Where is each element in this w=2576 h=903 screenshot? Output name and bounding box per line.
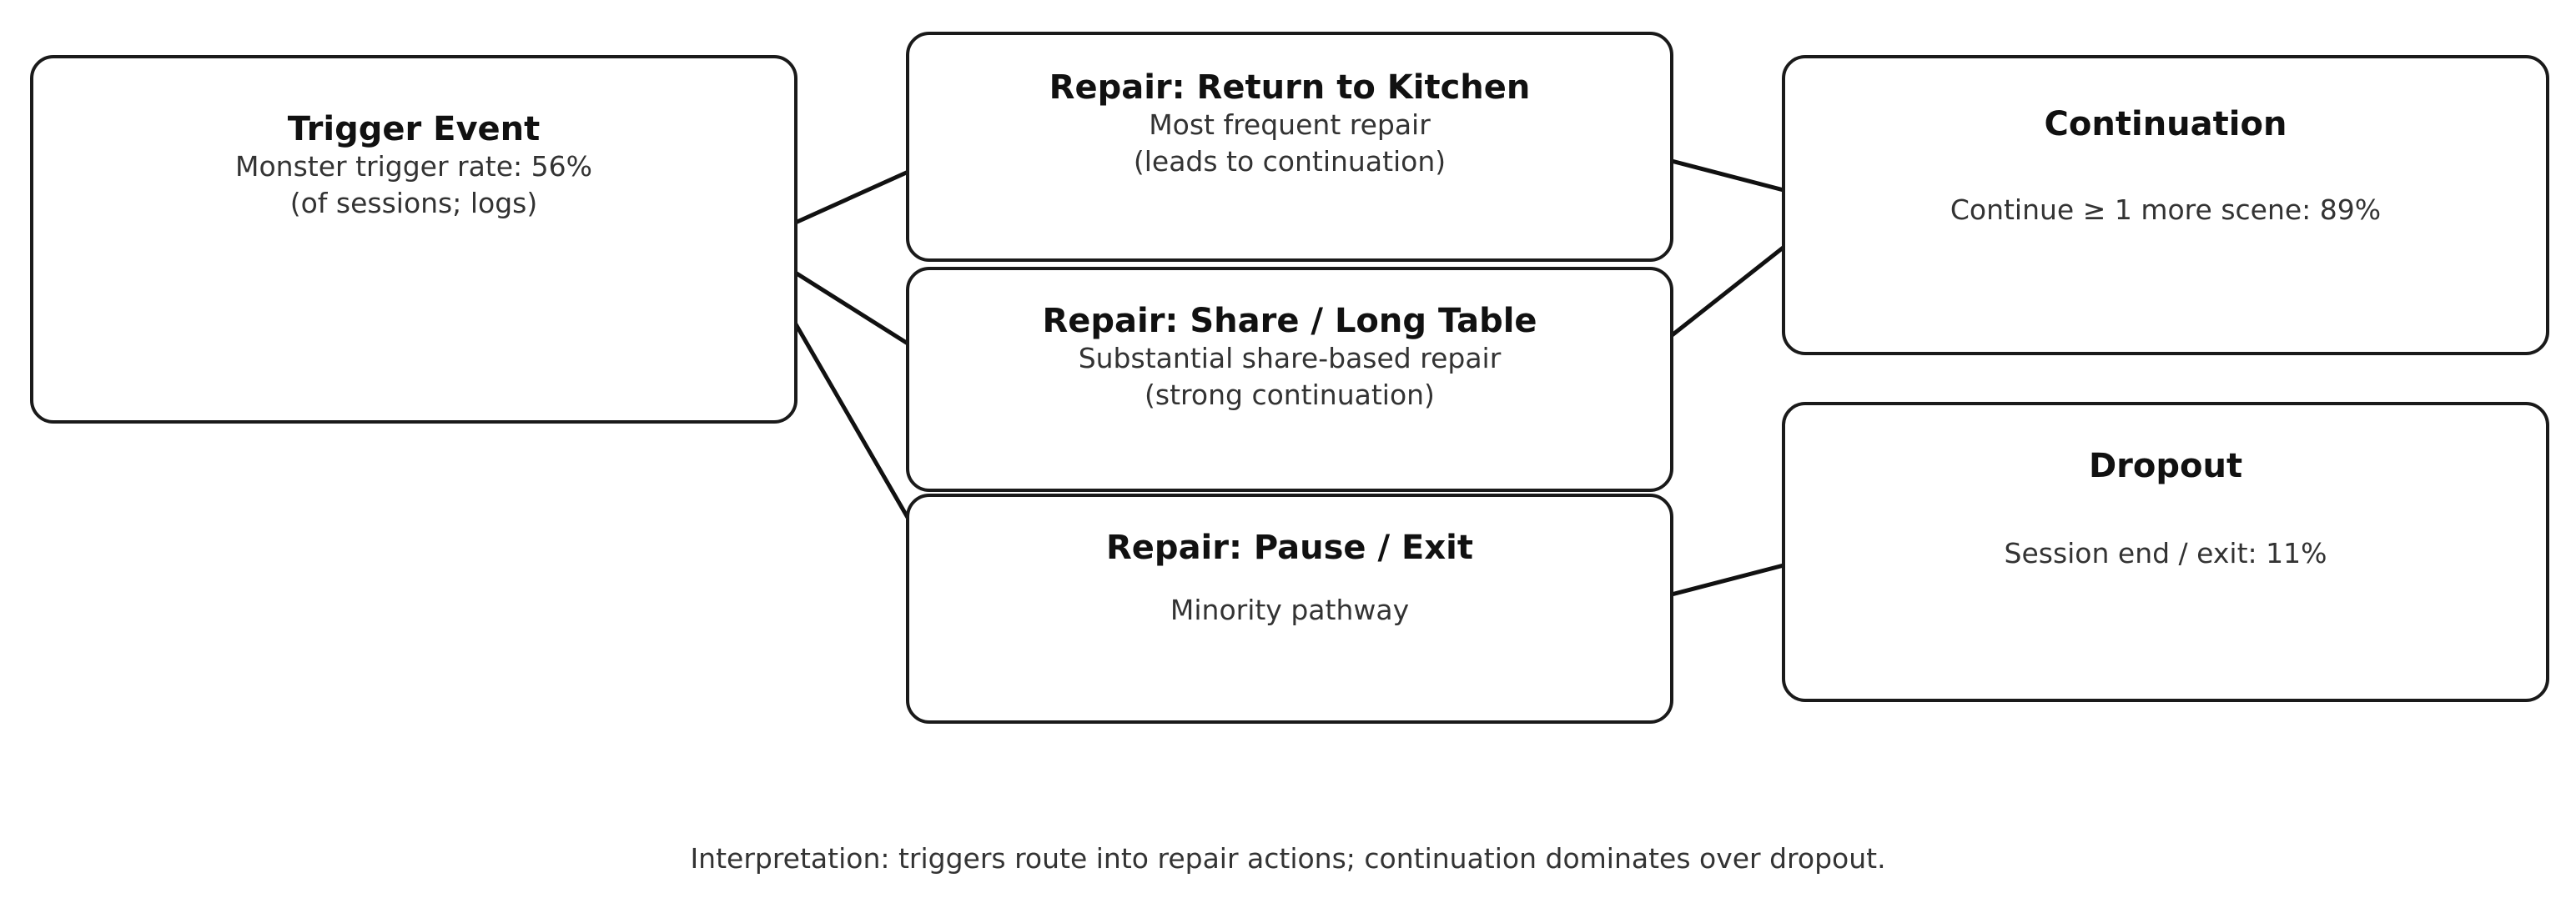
trigger-event-box: Trigger Event Monster trigger rate: 56% … [30, 55, 797, 424]
repair-share-long-table-desc: Substantial share-based repair [1078, 342, 1502, 374]
interpretation-note: Interpretation: triggers route into repa… [690, 842, 1886, 875]
repair-return-to-kitchen-note: (leads to continuation) [1133, 145, 1446, 178]
continuation-rate: Continue ≥ 1 more scene: 89% [1950, 193, 2382, 226]
repair-return-to-kitchen-title: Repair: Return to Kitchen [1049, 68, 1531, 107]
repair-pause-exit-title: Repair: Pause / Exit [1106, 529, 1473, 567]
dropout-rate: Session end / exit: 11% [2004, 537, 2327, 569]
repair-return-to-kitchen-desc: Most frequent repair [1149, 108, 1431, 141]
repair-share-long-table-title: Repair: Share / Long Table [1042, 302, 1537, 340]
trigger-event-rate: Monster trigger rate: 56% [235, 150, 592, 183]
repair-pause-exit-box: Repair: Pause / Exit Minority pathway [906, 494, 1673, 724]
continuation-title: Continuation [2044, 105, 2287, 143]
dropout-title: Dropout [2088, 447, 2243, 485]
repair-return-to-kitchen-box: Repair: Return to Kitchen Most frequent … [906, 32, 1673, 262]
repair-share-long-table-box: Repair: Share / Long Table Substantial s… [906, 267, 1673, 492]
continuation-box: Continuation Continue ≥ 1 more scene: 89… [1782, 55, 2549, 355]
repair-share-long-table-note: (strong continuation) [1145, 379, 1435, 411]
trigger-event-source: (of sessions; logs) [289, 187, 538, 219]
dropout-box: Dropout Session end / exit: 11% [1782, 402, 2549, 702]
trigger-event-title: Trigger Event [287, 110, 541, 148]
repair-pause-exit-desc: Minority pathway [1170, 594, 1410, 626]
